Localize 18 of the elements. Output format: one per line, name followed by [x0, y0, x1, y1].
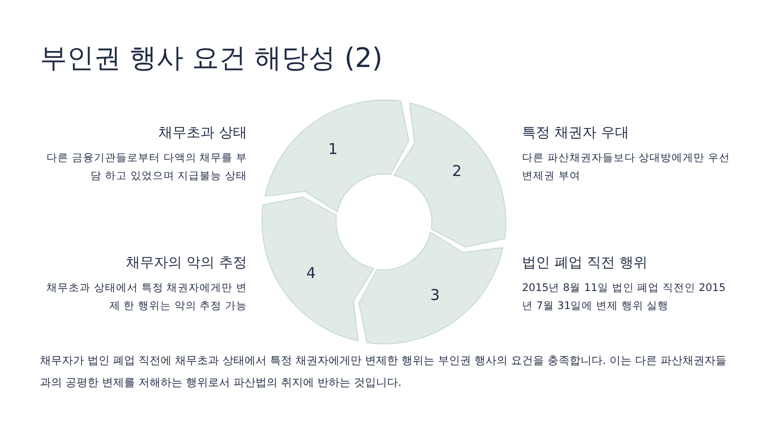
- step-number: 3: [430, 286, 440, 304]
- heading: 법인 폐업 직전 행위: [522, 254, 648, 272]
- heading: 특정 채권자 우대: [522, 124, 629, 142]
- description: 채무초과 상태에서 특정 채권자에게만 변제 한 행위는 악의 추정 가능: [46, 281, 247, 314]
- title: 부인권 행사 요건 해당성 (2): [40, 42, 383, 76]
- step-number: 1: [328, 140, 338, 158]
- heading: 채무초과 상태: [158, 124, 247, 142]
- cycle-segment: [359, 232, 504, 344]
- heading: 채무자의 악의 추정: [126, 254, 247, 272]
- cycle-segment: [262, 197, 374, 342]
- cycle-segment: [264, 100, 409, 212]
- step-number: 2: [452, 162, 462, 180]
- description: 다른 금융기관들로부터 다액의 채무를 부담 하고 있었으며 지급불능 상태: [46, 151, 247, 184]
- step-number: 4: [306, 264, 316, 282]
- description: 다른 파산채권자들보다 상대방에게만 우선 변제권 부여: [522, 151, 732, 184]
- caption: 채무자가 법인 폐업 직전에 채무초과 상태에서 특정 채권자에게만 변제한 행위는 부인권 행사의 요건을 충족합니다. 이는 다른 파산채권자들과의 공평한 변제를 저해하는 행위로서 파산법의 취지에 반하는 것입니다.: [40, 353, 728, 391]
- description: 2015년 8월 11일 법인 폐업 직전인 2015년 7월 31일에 변제 행위 실행: [522, 281, 727, 314]
- cycle-segment: [394, 102, 506, 247]
